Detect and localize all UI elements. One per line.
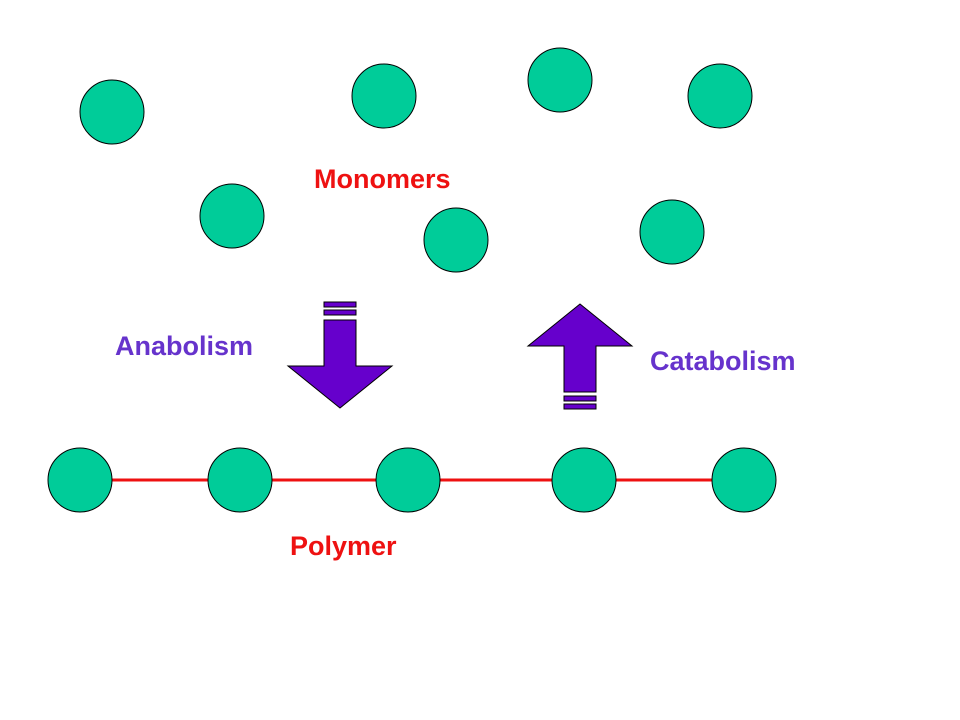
arrow-stripe bbox=[563, 395, 597, 402]
monomer-circle bbox=[423, 207, 489, 273]
monomer-circle bbox=[199, 183, 265, 249]
polymer-unit-circle bbox=[375, 447, 441, 513]
anabolism-label: Anabolism bbox=[115, 331, 254, 361]
monomers-label: Monomers bbox=[314, 164, 451, 194]
monomer-circle bbox=[351, 63, 417, 129]
monomer-circle bbox=[79, 79, 145, 145]
polymer-unit-circle bbox=[711, 447, 777, 513]
polymer-unit-circle bbox=[551, 447, 617, 513]
catabolism-arrow-icon bbox=[526, 303, 634, 410]
catabolism-label: Catabolism bbox=[650, 346, 796, 376]
polymer-unit-circle bbox=[47, 447, 113, 513]
monomer-group bbox=[79, 47, 753, 273]
arrow-stripe bbox=[323, 309, 357, 316]
polymer-unit-circle bbox=[207, 447, 273, 513]
anabolism-arrow-icon bbox=[286, 301, 394, 409]
polymer-label: Polymer bbox=[290, 531, 397, 561]
arrow-body bbox=[526, 303, 634, 393]
monomer-circle bbox=[527, 47, 593, 113]
arrow-stripe bbox=[323, 301, 357, 308]
monomer-circle bbox=[639, 199, 705, 265]
polymer-chain bbox=[47, 447, 777, 513]
arrow-stripe bbox=[563, 403, 597, 410]
monomer-circle bbox=[687, 63, 753, 129]
arrow-body bbox=[286, 319, 394, 409]
